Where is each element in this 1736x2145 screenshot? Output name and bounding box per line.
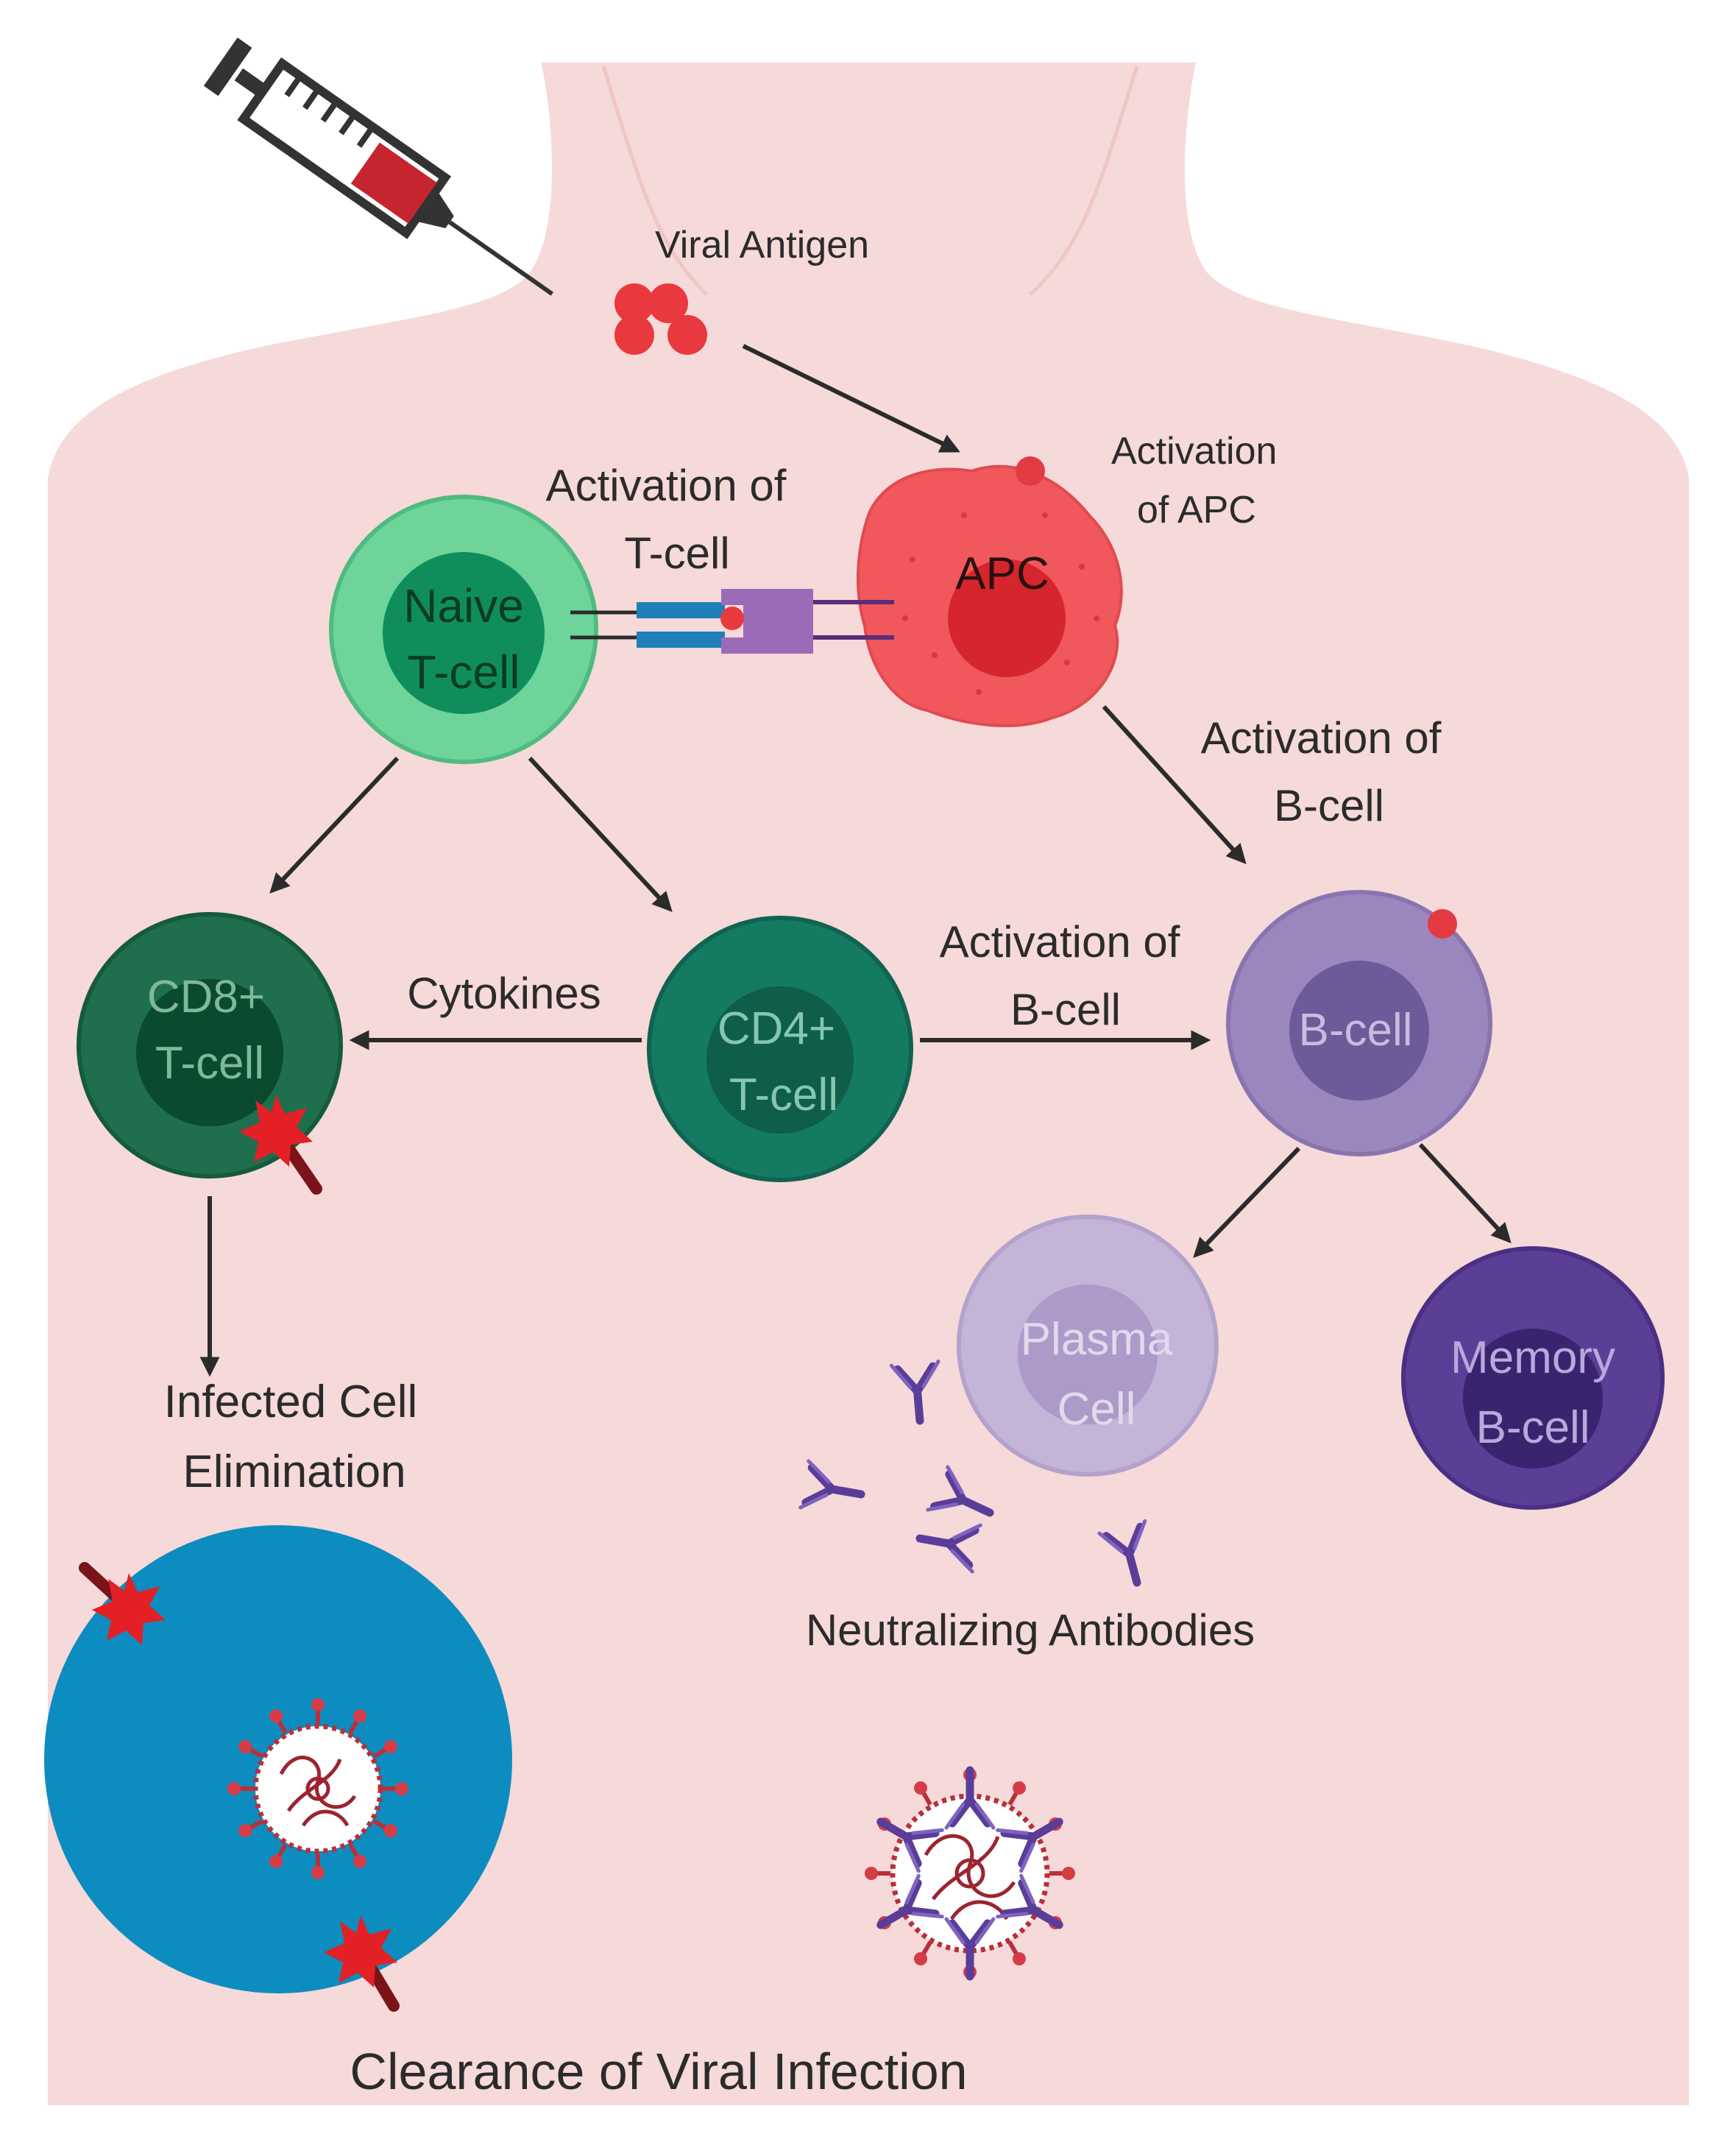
activation-of-t-cell-label-line1: Activation of — [546, 461, 787, 510]
cd8-t-cell-label-line2: T-cell — [155, 1038, 264, 1089]
cd8-t-cell-label-line1: CD8+ — [147, 972, 265, 1022]
apc-label: APC — [955, 548, 1049, 599]
syringe-icon — [203, 38, 554, 296]
activation-of-b-cell-label-a-line1: Activation of — [1201, 713, 1442, 763]
virus-icon — [227, 1698, 408, 1879]
activation-of-b-cell-label-a-line2: B-cell — [1274, 781, 1384, 830]
infected-cell-label-line2: Elimination — [183, 1446, 405, 1497]
arrow-b-cell-to-memory — [1418, 1142, 1512, 1243]
neutralizing-antibodies-label: Neutralizing Antibodies — [806, 1605, 1255, 1655]
naive-t-cell-label-line2: T-cell — [408, 646, 520, 699]
arrow-antigen-to-apc — [742, 344, 960, 453]
viral-antigen-icon — [614, 283, 707, 355]
plasma-cell — [957, 1215, 1219, 1477]
naive-t-cell — [329, 495, 598, 764]
arrow-apc-to-b-cell — [1102, 704, 1247, 865]
receptor-icon — [79, 1562, 166, 1645]
b-cell — [1226, 890, 1492, 1156]
cd8-t-cell — [77, 912, 343, 1178]
body-contour — [601, 66, 1139, 296]
activation-of-t-cell-label-line2: T-cell — [624, 529, 729, 578]
cd4-t-cell-label-line2: T-cell — [729, 1070, 838, 1120]
infected-cell — [44, 1525, 512, 2012]
arrow-naive-to-cd8 — [269, 756, 400, 894]
plasma-cell-label-line1: Plasma — [1021, 1314, 1173, 1365]
viral-antigen-label: Viral Antigen — [655, 224, 869, 266]
tcr-mhc-complex-icon — [570, 589, 894, 654]
cd8-receptor-icon — [239, 1095, 322, 1195]
cd4-t-cell — [647, 916, 913, 1182]
activation-of-b-cell-label-b-line1: Activation of — [940, 917, 1180, 967]
naive-t-cell-label-line1: Naive — [403, 579, 524, 632]
arrow-naive-to-cd4 — [528, 756, 673, 912]
activation-of-apc-label-line1: Activation — [1111, 430, 1277, 473]
clearance-label: Clearance of Viral Infection — [350, 2043, 967, 2100]
memory-b-cell — [1401, 1246, 1665, 1510]
activation-of-b-cell-label-b-line2: B-cell — [1010, 985, 1121, 1034]
arrow-b-cell-to-plasma — [1193, 1146, 1301, 1258]
memory-b-cell-label-line1: Memory — [1450, 1332, 1615, 1383]
plasma-cell-label-line2: Cell — [1057, 1384, 1136, 1435]
cytokines-label: Cytokines — [407, 969, 600, 1018]
cd4-t-cell-label-line1: CD4+ — [718, 1003, 835, 1054]
memory-b-cell-label-line2: B-cell — [1475, 1402, 1590, 1453]
receptor-icon — [324, 1915, 400, 2012]
activation-of-apc-label-line2: of APC — [1137, 489, 1256, 531]
neutralized-virus — [865, 1768, 1075, 1979]
apc-cell — [856, 456, 1123, 727]
b-cell-label: B-cell — [1298, 1005, 1412, 1056]
infected-cell-label-line1: Infected Cell — [164, 1377, 418, 1427]
